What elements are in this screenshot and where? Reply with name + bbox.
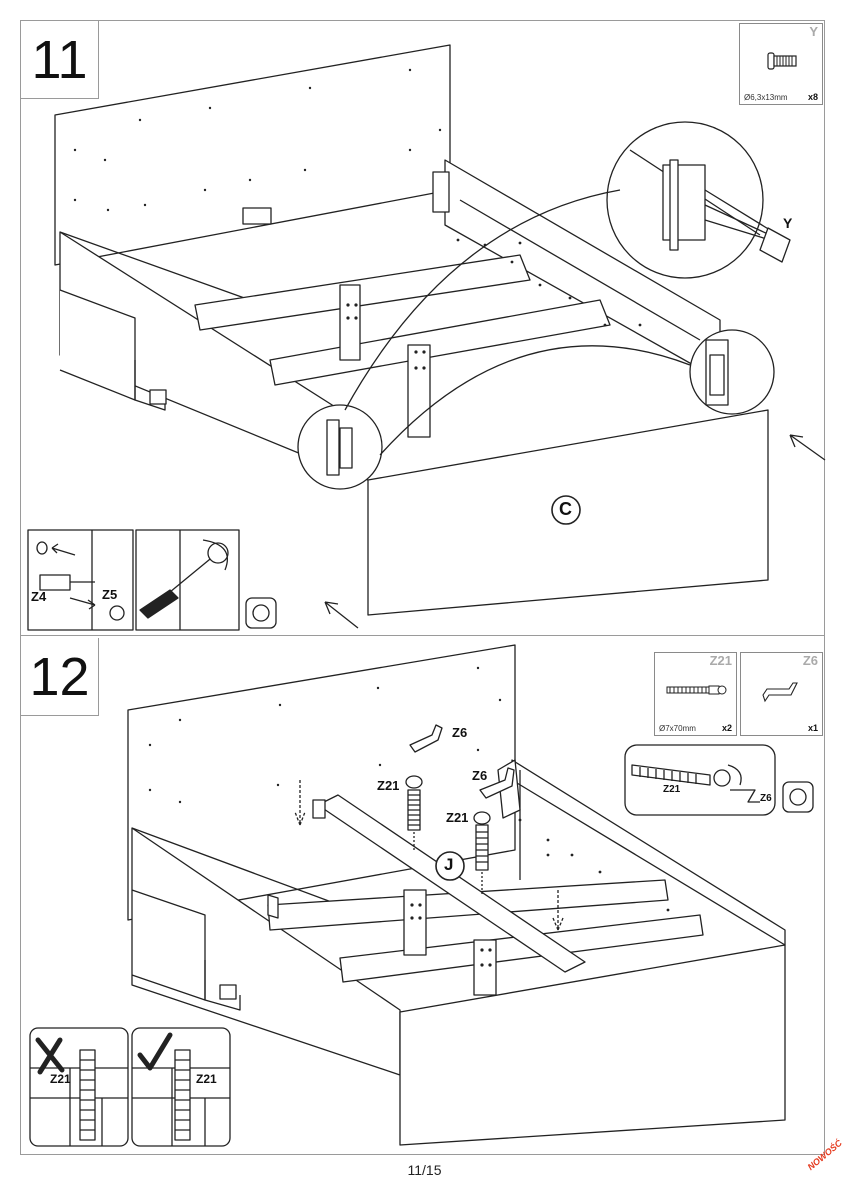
z6-right-label: Z6 [472,768,488,783]
callout-screw-label: Y [783,215,793,231]
step-11-number: 11 [21,21,99,99]
inset-z5-label: Z5 [102,587,118,602]
part-z21-qty: x2 [721,723,732,733]
beam-j-label: J [444,855,454,874]
step-11-illustration [27,44,826,631]
panel-c-label: C [559,499,572,519]
part-y-spec: Ø6,3x13mm [744,93,788,102]
bolt-z21-icon [666,685,727,695]
part-y-box: Y Ø6,3x13mm x8 [739,23,823,105]
z21-left-label: Z21 [377,778,400,793]
part-z6-code: Z6 [802,653,818,668]
right-z21-label: Z21 [196,1072,217,1086]
page-frame [20,20,825,1155]
detail-z6-label: Z6 [760,793,772,804]
inset-z4-label: Z4 [31,589,47,604]
part-y-qty: x8 [807,92,818,102]
screw-y-icon [767,52,797,70]
detail-z21-label: Z21 [663,784,681,795]
step-divider [20,635,825,636]
z6-top-label: Z6 [452,725,468,740]
page-number: 11/15 [407,1162,442,1178]
part-z6-box: Z6 x1 [740,652,823,736]
wrong-z21-label: Z21 [50,1072,71,1086]
hex-key-z6-icon [762,682,798,703]
step-12-number: 12 [21,638,99,716]
part-z21-code: Z21 [709,653,732,668]
z21-right-label: Z21 [446,810,469,825]
part-z21-box: Z21 Ø7x70mm x2 [654,652,737,736]
part-y-code: Y [809,24,818,39]
part-z6-qty: x1 [807,723,818,733]
part-z21-spec: Ø7x70mm [659,724,696,733]
